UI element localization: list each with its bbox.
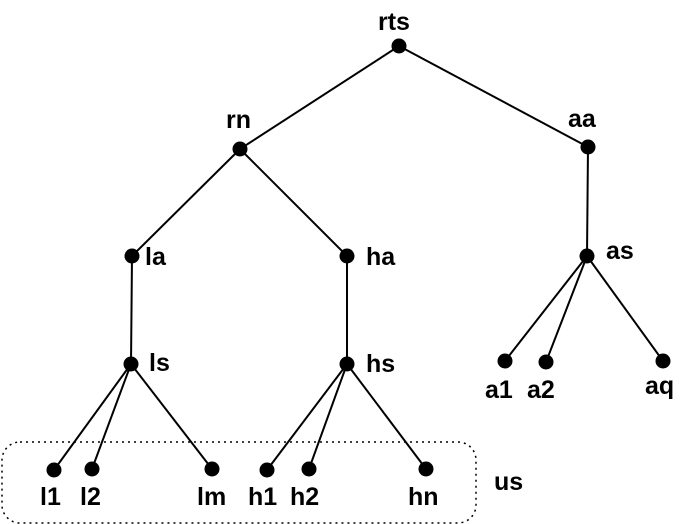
node-label-aa: aa (568, 105, 597, 133)
tree-labels: rts rn aa la ha as ls hs a1 a2 aq l1 l2 lm h1 h2 hn (40, 8, 674, 511)
node-label-hs: hs (366, 350, 395, 378)
tree-nodes (46, 38, 671, 478)
node-as (579, 248, 595, 264)
node-label-hn: hn (408, 483, 439, 511)
node-l1 (46, 462, 62, 478)
node-ha (339, 248, 355, 264)
node-hn (418, 461, 434, 477)
node-label-rts: rts (378, 8, 410, 36)
node-rn (232, 141, 248, 157)
edge-rts-rn (239, 45, 400, 150)
node-a2 (538, 354, 554, 370)
edge-as-a1 (504, 255, 588, 362)
node-aq (655, 353, 671, 369)
edge-ls-l2 (91, 363, 132, 470)
edge-rn-la (131, 148, 241, 257)
node-label-aq: aq (645, 372, 674, 400)
edge-la-ls (130, 255, 133, 365)
us-group-box (1, 441, 477, 524)
node-label-h1: h1 (248, 483, 277, 511)
node-label-rn: rn (226, 106, 251, 134)
edge-ls-lm (130, 363, 213, 470)
edge-as-a2 (545, 255, 588, 363)
edge-ls-l1 (53, 363, 132, 471)
node-label-la: la (145, 243, 167, 271)
edge-hs-hn (346, 363, 427, 470)
node-a1 (497, 353, 513, 369)
edge-aa-as (586, 146, 589, 257)
node-label-l1: l1 (40, 483, 61, 511)
node-lm (204, 461, 220, 477)
node-label-l2: l2 (80, 483, 101, 511)
edge-as-aq (586, 255, 664, 362)
node-label-h2: h2 (290, 483, 319, 511)
node-label-ha: ha (366, 243, 396, 271)
node-label-a1: a1 (485, 376, 513, 404)
node-label-as: as (606, 237, 634, 265)
node-rts (391, 38, 407, 54)
node-hs (339, 356, 355, 372)
edge-rts-aa (398, 45, 589, 148)
edge-hs-h2 (308, 363, 348, 470)
node-h2 (301, 461, 317, 477)
node-label-ls: ls (149, 349, 170, 377)
edge-rn-ha (239, 148, 348, 257)
node-ls (123, 356, 139, 372)
node-h1 (259, 462, 275, 478)
edge-hs-h1 (266, 363, 348, 471)
node-label-lm: lm (197, 483, 226, 511)
node-la (124, 248, 140, 264)
tree-edges (53, 45, 664, 471)
node-aa (580, 139, 596, 155)
node-l2 (84, 461, 100, 477)
node-label-a2: a2 (527, 376, 555, 404)
us-group-label: us (494, 468, 523, 496)
